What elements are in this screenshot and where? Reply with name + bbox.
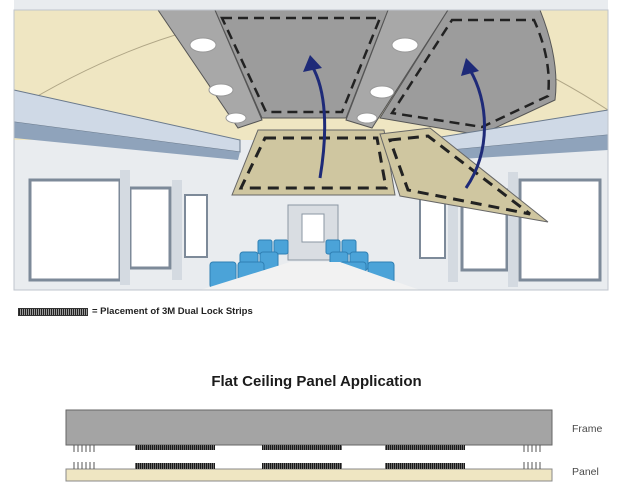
legend-text: = Placement of 3M Dual Lock Strips (92, 306, 253, 317)
lowered-panel-left (231, 129, 396, 196)
panel-strips (135, 463, 465, 469)
fastener-hooks-panel (73, 462, 541, 469)
fastener-hooks-frame (73, 445, 541, 452)
legend: = Placement of 3M Dual Lock Strips (18, 306, 253, 317)
luggage-bin-left-edge (14, 122, 240, 160)
dual-lock-outline-center (220, 16, 382, 114)
train-interior-illustration (13, 0, 609, 291)
dual-lock-strip-icon (18, 307, 88, 316)
floor (200, 262, 420, 290)
section-title: Flat Ceiling Panel Application (211, 373, 422, 390)
frame-strips (135, 445, 465, 450)
panel-bar (65, 468, 553, 482)
panel-label: Panel (572, 466, 599, 478)
frame-bar (65, 409, 553, 446)
lowered-panel-right (379, 127, 549, 223)
install-arrow-right (461, 58, 486, 189)
end-door-window (301, 213, 325, 243)
install-arrow-left (303, 55, 327, 179)
frame-label: Frame (572, 423, 603, 435)
left-windows (28, 170, 208, 285)
ceiling-lights (189, 37, 419, 124)
dual-lock-outline-right (389, 18, 550, 129)
dual-lock-on-panel-right (387, 134, 531, 216)
illustration-border (13, 9, 609, 291)
dual-lock-on-panel-left (238, 136, 388, 190)
